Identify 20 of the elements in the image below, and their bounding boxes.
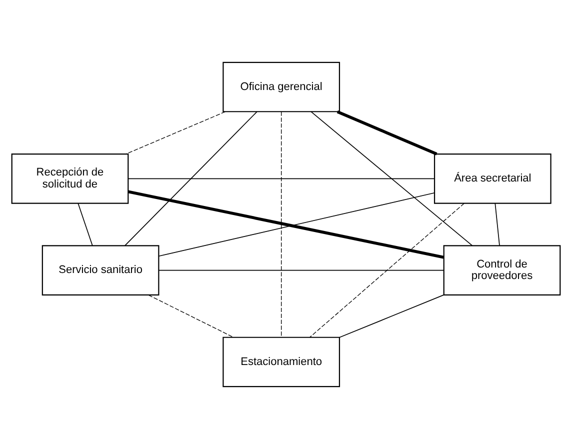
connector	[158, 192, 435, 256]
connector	[128, 190, 444, 258]
connector	[310, 110, 473, 246]
connector	[124, 110, 258, 246]
connector	[148, 294, 234, 338]
connector	[339, 294, 444, 338]
connector	[281, 110, 282, 338]
node-box: Oficina gerencial	[222, 61, 340, 112]
connector	[336, 110, 438, 155]
node-box: Área secretarial	[434, 153, 552, 204]
node-box: Control de proveedores	[443, 244, 561, 295]
connector	[126, 110, 226, 154]
node-box: Servicio sanitario	[42, 244, 160, 295]
connector	[128, 178, 435, 179]
connector	[78, 202, 93, 246]
connector	[158, 269, 444, 270]
node-box: Estacionamiento	[222, 336, 340, 387]
connector	[309, 202, 464, 338]
connector	[494, 202, 500, 246]
node-box: Recepción de solicitud de	[11, 153, 129, 204]
